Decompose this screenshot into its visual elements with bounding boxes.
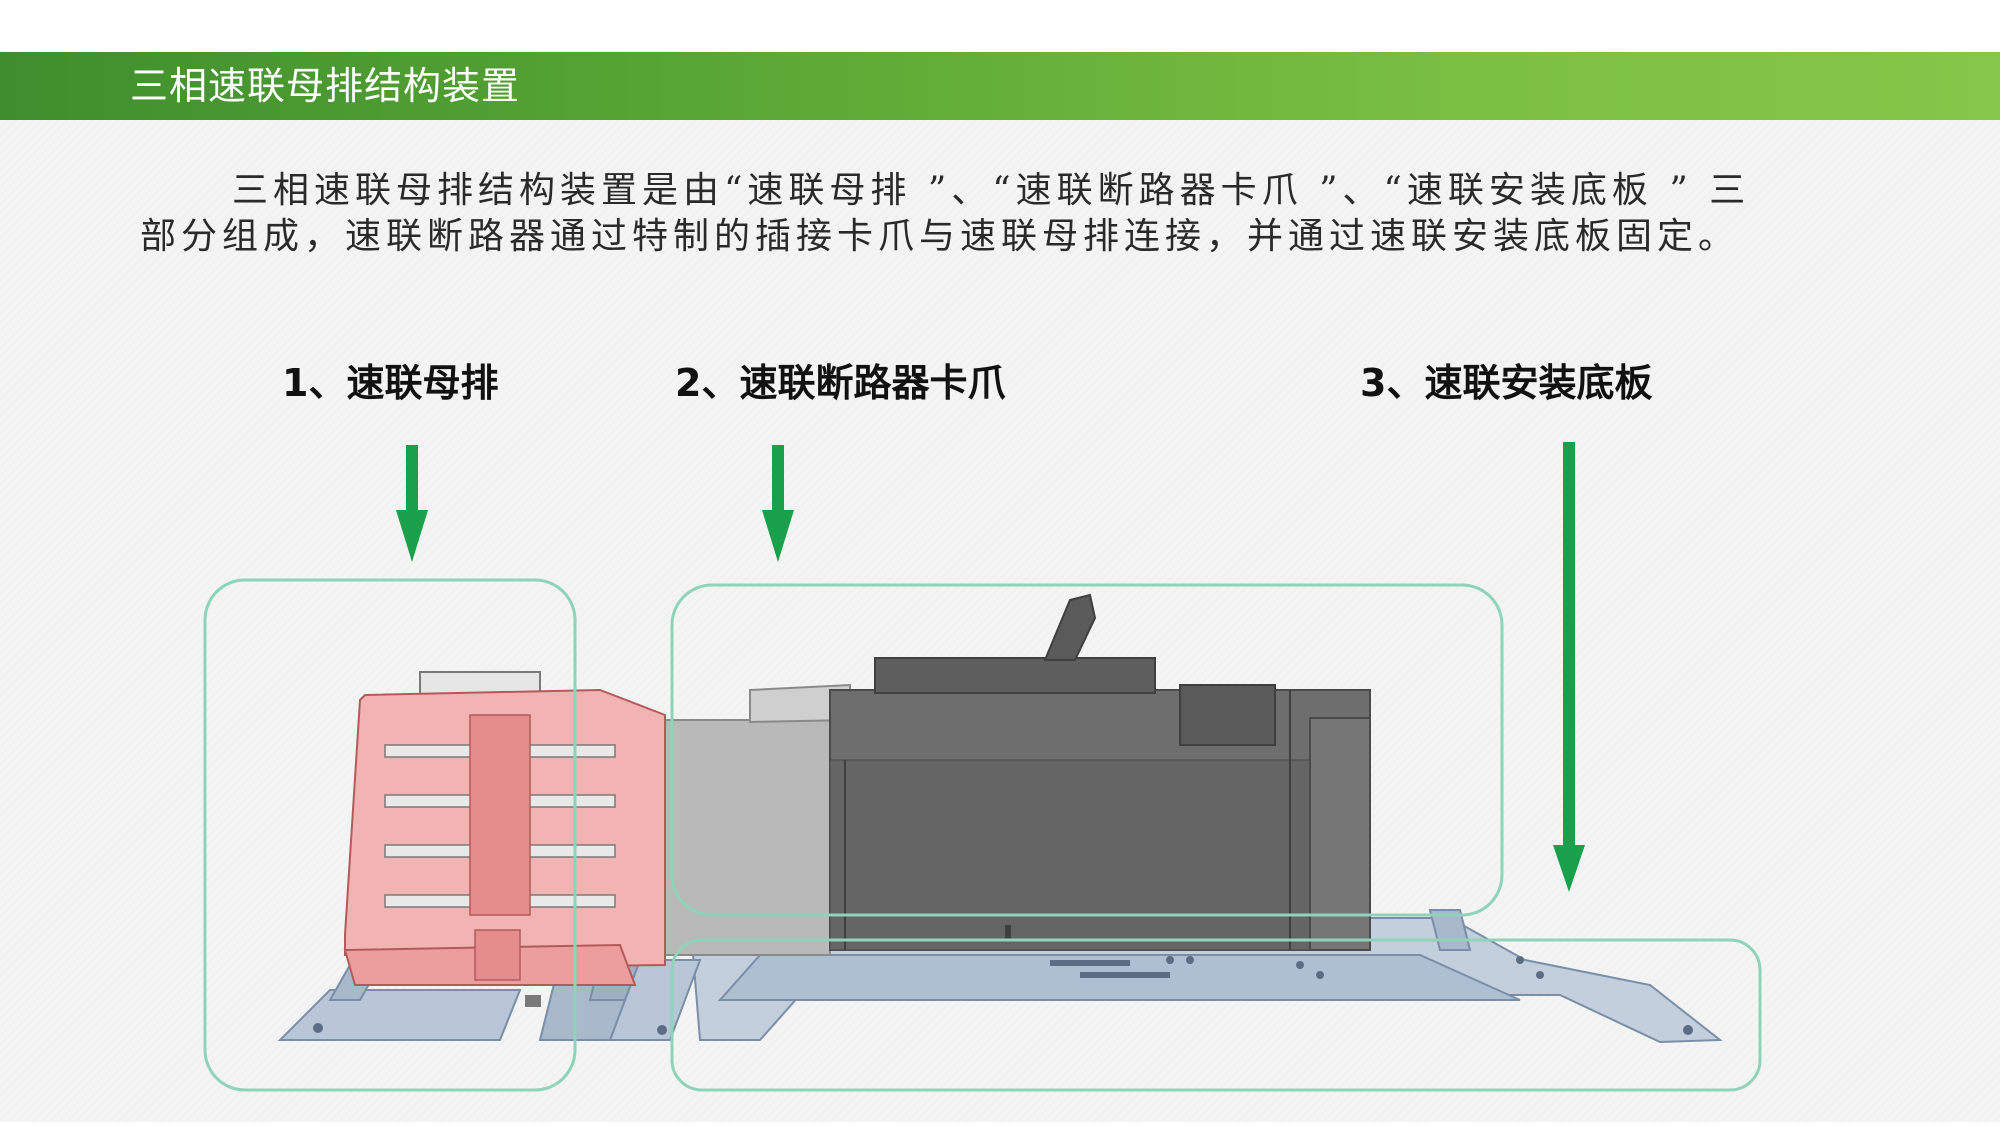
part-label-busbar: 1、速联母排 <box>282 361 499 405</box>
busbar-callout-box <box>203 578 577 1092</box>
clamp-callout-box <box>670 583 1504 917</box>
description-paragraph: 三相速联母排结构装置是由“速联母排 ”、“速联断路器卡爪 ”、“速联安装底板 ”… <box>140 168 1890 260</box>
plate-callout-box <box>670 938 1762 1092</box>
part-label-breaker-clamp: 2、速联断路器卡爪 <box>675 361 1006 405</box>
busbar <box>343 671 666 1007</box>
part-label-mounting-plate: 3、速联安装底板 <box>1360 361 1653 405</box>
arrow-down-icon <box>762 445 794 562</box>
bottom-white-strip <box>0 1122 2000 1126</box>
description-line-1: 三相速联母排结构装置是由“速联母排 ”、“速联断路器卡爪 ”、“速联安装底板 ”… <box>232 170 1751 211</box>
arrow-down-icon <box>396 445 428 562</box>
page-title: 三相速联母排结构装置 <box>130 64 521 108</box>
arrow-down-icon <box>1553 442 1585 892</box>
top-white-strip <box>0 0 2000 52</box>
circuit-breaker <box>829 593 1371 951</box>
header-bar <box>0 52 2000 120</box>
description-line-2: 部分组成，速联断路器通过特制的插接卡爪与速联母排连接，并通过速联安装底板固定。 <box>140 216 1740 257</box>
